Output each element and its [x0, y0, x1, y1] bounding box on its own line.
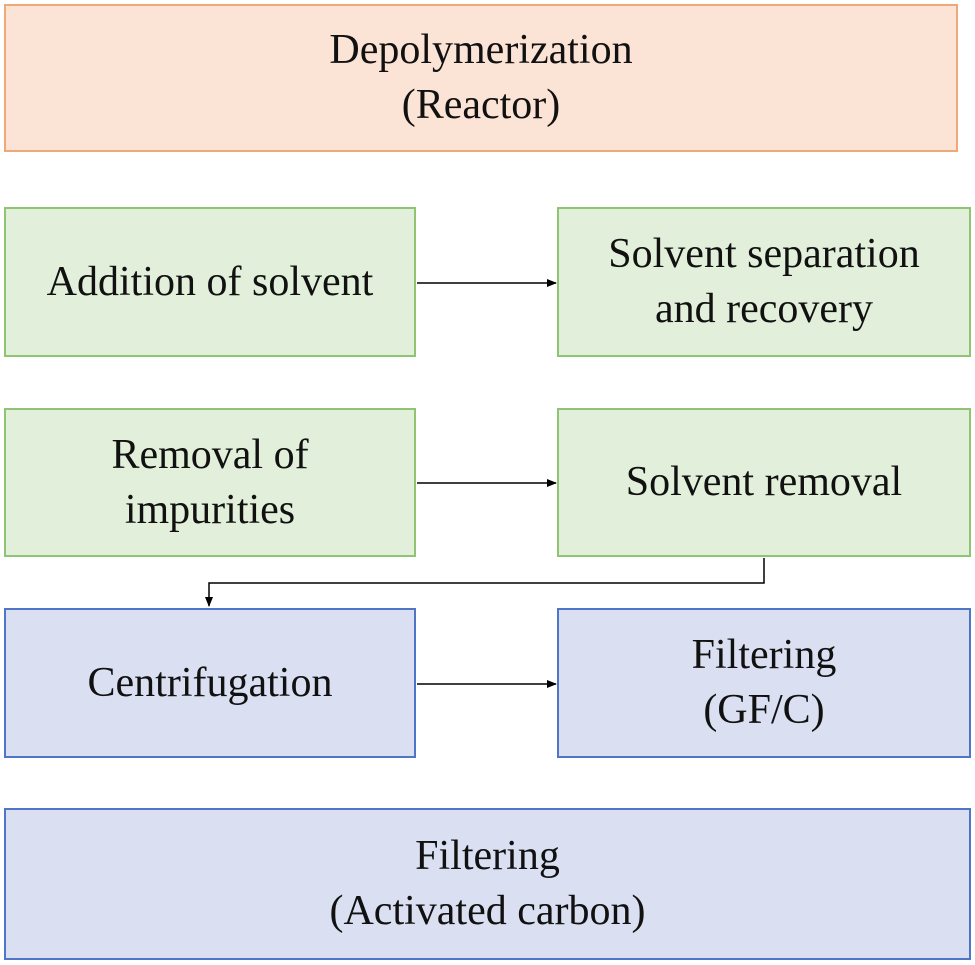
centrifugation-box: Centrifugation	[4, 608, 416, 758]
arrow-solvent-removal-to-centrifugation	[205, 558, 765, 607]
filtering-gfc-label: Filtering (GF/C)	[691, 632, 837, 733]
filtering-activated-carbon-box: Filtering (Activated carbon)	[4, 808, 971, 960]
removal-of-impurities-label: Removal of impurities	[111, 431, 309, 533]
solvent-removal-box: Solvent removal	[557, 408, 971, 557]
removal-of-impurities-box: Removal of impurities	[4, 408, 416, 557]
depolymerization-label: Depolymerization (Reactor)	[329, 27, 633, 128]
solvent-removal-label: Solvent removal	[625, 459, 903, 506]
solvent-separation-label: Solvent separation and recovery	[608, 231, 920, 332]
filtering-gfc-box: Filtering (GF/C)	[557, 608, 971, 758]
depolymerization-box: Depolymerization (Reactor)	[4, 4, 958, 152]
filtering-activated-carbon-label: Filtering (Activated carbon)	[329, 833, 646, 934]
addition-of-solvent-box: Addition of solvent	[4, 207, 416, 357]
centrifugation-label: Centrifugation	[87, 659, 333, 706]
addition-of-solvent-label: Addition of solvent	[46, 258, 374, 305]
solvent-separation-box: Solvent separation and recovery	[557, 207, 971, 357]
